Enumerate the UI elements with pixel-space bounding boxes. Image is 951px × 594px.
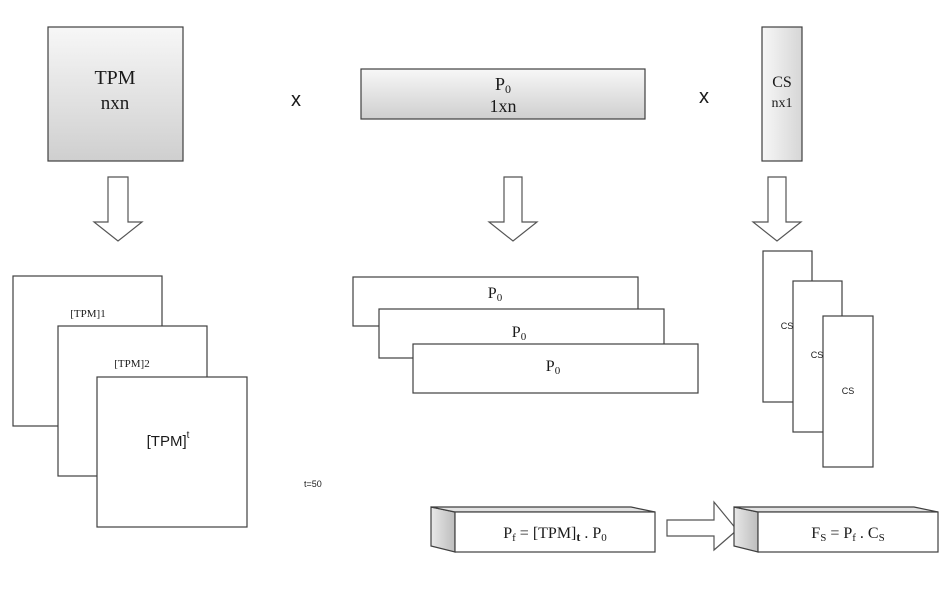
pf-box-side xyxy=(430,506,456,553)
t-value-note: t=50 xyxy=(304,479,322,489)
tpm-label: TPM xyxy=(94,67,135,89)
pf-box-front xyxy=(454,511,656,553)
tpm-dimension: nxn xyxy=(101,93,130,114)
fs-formula: FS = Pf . CS xyxy=(811,525,884,544)
cs-dimension: nx1 xyxy=(772,96,793,111)
p0-dimension: 1xn xyxy=(490,96,517,116)
p0-vector-box xyxy=(360,68,646,120)
p0-copy-2-label: P0 xyxy=(512,324,527,343)
fs-box-side xyxy=(733,506,759,553)
cs-copy-3-box xyxy=(822,315,874,468)
p0-copy-1-label: P0 xyxy=(488,285,503,304)
pf-formula: Pf = [TPM]t . P0 xyxy=(503,525,607,544)
tpm-power-t-label: [TPM]t xyxy=(147,430,190,450)
tpm-matrix-box xyxy=(47,26,184,162)
down-arrow-icon xyxy=(751,176,803,242)
cs-vector-box xyxy=(761,26,803,162)
cs-label: CS xyxy=(772,74,792,91)
fs-box-front xyxy=(757,511,939,553)
fs-box-top xyxy=(733,506,939,513)
down-arrow-icon xyxy=(487,176,539,242)
multiply-symbol-2: x xyxy=(699,86,709,108)
tpm-power-1-label: [TPM]1 xyxy=(70,308,105,320)
cs-copy-3-label: CS xyxy=(842,386,855,396)
cs-copy-2-label: CS xyxy=(811,350,824,360)
tpm-power-2-label: [TPM]2 xyxy=(114,358,149,370)
tpm-power-t-box xyxy=(96,376,248,528)
p0-copy-3-label: P0 xyxy=(546,358,561,377)
pf-box-top xyxy=(430,506,656,513)
p0-label: P0 xyxy=(495,74,511,96)
p0-copy-3-box xyxy=(412,343,699,394)
cs-copy-1-label: CS xyxy=(781,321,794,331)
multiply-symbol-1: x xyxy=(291,89,301,111)
down-arrow-icon xyxy=(92,176,144,242)
right-arrow-icon xyxy=(666,500,738,552)
